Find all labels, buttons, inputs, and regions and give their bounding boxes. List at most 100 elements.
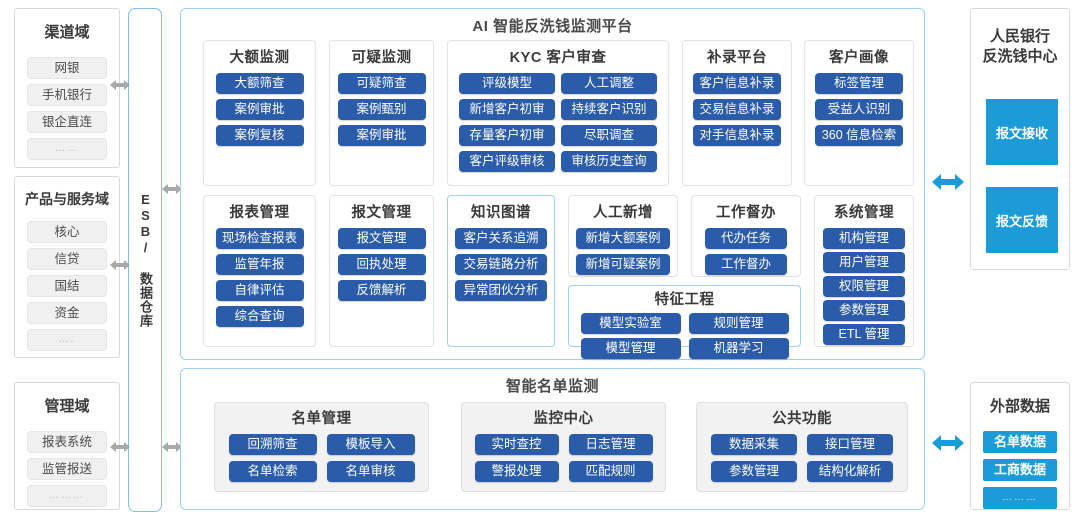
- arrow-external-data-to-platform: [932, 434, 964, 452]
- chip-item[interactable]: 综合查询: [215, 306, 304, 327]
- group-system-management: 系统管理 机构管理 用户管理 权限管理 参数管理 ETL 管理: [814, 195, 914, 347]
- external-data-item-ellipsis: ………: [983, 487, 1057, 509]
- chip-item[interactable]: 结构化解析: [807, 461, 893, 482]
- chip-item[interactable]: 报文管理: [337, 228, 426, 249]
- ai-aml-platform-panel: AI 智能反洗钱监测平台 大额监测 大额筛查 案例审批 案例复核 可疑监测 可疑…: [180, 8, 925, 360]
- chip-list: 标签管理 受益人识别 360 信息检索: [805, 67, 913, 146]
- chip-item[interactable]: 新增可疑案例: [576, 254, 670, 275]
- tile-message-feedback[interactable]: 报文反馈: [986, 187, 1058, 253]
- chip-item[interactable]: 存量客户初审: [459, 125, 555, 146]
- chip-item[interactable]: 交易信息补录: [693, 99, 781, 120]
- chip-list: 回溯筛查 模板导入 名单检索 名单审核: [215, 428, 428, 482]
- domain-item[interactable]: 资金: [27, 302, 107, 324]
- chip-item[interactable]: 评级模型: [459, 73, 555, 94]
- group-monitor-center: 监控中心 实时查控 日志管理 警报处理 匹配规则: [461, 402, 666, 492]
- tile-message-receive[interactable]: 报文接收: [986, 99, 1058, 165]
- domain-item[interactable]: 监管报送: [27, 458, 107, 480]
- group-title: 系统管理: [834, 205, 894, 221]
- chip-item[interactable]: 异常团伙分析: [455, 280, 547, 301]
- domain-item[interactable]: 核心: [27, 221, 107, 243]
- chip-item[interactable]: 回溯筛查: [228, 434, 317, 455]
- chip-item[interactable]: 用户管理: [823, 252, 905, 273]
- chip-item[interactable]: 对手信息补录: [693, 125, 781, 146]
- chip-item[interactable]: 回执处理: [337, 254, 426, 275]
- chip-item[interactable]: 人工调整: [561, 73, 657, 94]
- group-manual-add: 人工新增 新增大额案例 新增可疑案例: [568, 195, 678, 277]
- chip-item[interactable]: 实时查控: [474, 434, 559, 455]
- chip-item[interactable]: 受益人识别: [815, 99, 903, 120]
- chip-item[interactable]: 案例审批: [337, 125, 426, 146]
- domain-item[interactable]: 手机银行: [27, 84, 107, 106]
- chip-item[interactable]: 反馈解析: [337, 280, 426, 301]
- chip-item[interactable]: 新增客户初审: [459, 99, 555, 120]
- chip-item[interactable]: 警报处理: [474, 461, 559, 482]
- domain-title: 渠道域: [44, 24, 90, 41]
- chip-list: 新增大额案例 新增可疑案例: [569, 222, 677, 275]
- external-data-item[interactable]: 工商数据: [983, 459, 1057, 481]
- group-title: 公共功能: [772, 411, 832, 427]
- chip-item[interactable]: 大额筛查: [215, 73, 304, 94]
- esb-label: ESB/ 数据仓库: [138, 192, 153, 328]
- chip-item[interactable]: 接口管理: [807, 434, 893, 455]
- arrow-esb-to-platform: [162, 182, 182, 196]
- chip-item[interactable]: 尽职调查: [561, 125, 657, 146]
- chip-list: 数据采集 接口管理 参数管理 结构化解析: [697, 428, 907, 482]
- chip-item[interactable]: 新增大额案例: [576, 228, 670, 249]
- arrow-esb-to-list-monitor: [162, 440, 182, 454]
- chip-item[interactable]: 客户关系追溯: [455, 228, 547, 249]
- chip-item[interactable]: 模板导入: [326, 434, 415, 455]
- chip-item[interactable]: 参数管理: [711, 461, 797, 482]
- chip-item[interactable]: ETL 管理: [823, 324, 905, 345]
- chip-item[interactable]: 可疑筛查: [337, 73, 426, 94]
- chip-item[interactable]: 数据采集: [711, 434, 797, 455]
- chip-item[interactable]: 代办任务: [705, 228, 787, 249]
- chip-item[interactable]: 审核历史查询: [561, 151, 657, 172]
- group-feature-engineering: 特征工程 模型实验室 规则管理 模型管理 机器学习: [568, 285, 801, 359]
- chip-item[interactable]: 案例复核: [215, 125, 304, 146]
- chip-list: 代办任务 工作督办: [692, 222, 800, 275]
- chip-item[interactable]: 自律评估: [215, 280, 304, 301]
- chip-item[interactable]: 机器学习: [688, 338, 789, 359]
- chip-item[interactable]: 匹配规则: [568, 461, 653, 482]
- group-list-management: 名单管理 回溯筛查 模板导入 名单检索 名单审核: [214, 402, 429, 492]
- chip-item[interactable]: 持续客户识别: [561, 99, 657, 120]
- domain-item[interactable]: 网银: [27, 57, 107, 79]
- group-suspicious-monitoring: 可疑监测 可疑筛查 案例甄别 案例审批: [329, 40, 434, 186]
- chip-item[interactable]: 现场检查报表: [215, 228, 304, 249]
- arrow-management-to-esb: [110, 440, 130, 454]
- chip-item[interactable]: 客户评级审核: [459, 151, 555, 172]
- domain-item[interactable]: 信贷: [27, 248, 107, 270]
- chip-item[interactable]: 名单检索: [228, 461, 317, 482]
- domain-item[interactable]: 银企直连: [27, 111, 107, 133]
- domain-item-ellipsis: ……: [27, 138, 107, 160]
- group-report-management: 报表管理 现场检查报表 监管年报 自律评估 综合查询: [203, 195, 316, 347]
- chip-item[interactable]: 参数管理: [823, 300, 905, 321]
- domain-item[interactable]: 国结: [27, 275, 107, 297]
- chip-item[interactable]: 规则管理: [688, 313, 789, 334]
- chip-item[interactable]: 模型实验室: [580, 313, 681, 334]
- group-kyc-customer-review: KYC 客户审查 评级模型 人工调整 新增客户初审 持续客户识别 存量客户初审 …: [447, 40, 669, 186]
- chip-item[interactable]: 工作督办: [705, 254, 787, 275]
- chip-item[interactable]: 标签管理: [815, 73, 903, 94]
- chip-list: 大额筛查 案例审批 案例复核: [204, 67, 315, 146]
- chip-item[interactable]: 名单审核: [326, 461, 415, 482]
- chip-item[interactable]: 交易链路分析: [455, 254, 547, 275]
- chip-item[interactable]: 案例审批: [215, 99, 304, 120]
- chip-item[interactable]: 监管年报: [215, 254, 304, 275]
- pboc-aml-center-panel: 人民银行 反洗钱中心 报文接收 报文反馈: [970, 8, 1070, 270]
- external-data-item[interactable]: 名单数据: [983, 431, 1057, 453]
- chip-item[interactable]: 360 信息检索: [815, 125, 903, 146]
- group-large-amount-monitoring: 大额监测 大额筛查 案例审批 案例复核: [203, 40, 316, 186]
- chip-item[interactable]: 权限管理: [823, 276, 905, 297]
- chip-item[interactable]: 日志管理: [568, 434, 653, 455]
- chip-item[interactable]: 客户信息补录: [693, 73, 781, 94]
- domain-title: 管理域: [44, 398, 90, 415]
- arrow-channel-to-esb: [110, 78, 130, 92]
- chip-list: 实时查控 日志管理 警报处理 匹配规则: [462, 428, 665, 482]
- chip-item[interactable]: 模型管理: [580, 338, 681, 359]
- chip-item[interactable]: 案例甄别: [337, 99, 426, 120]
- domain-item[interactable]: 报表系统: [27, 431, 107, 453]
- chip-item[interactable]: 机构管理: [823, 228, 905, 249]
- domain-title: 产品与服务域: [25, 191, 109, 207]
